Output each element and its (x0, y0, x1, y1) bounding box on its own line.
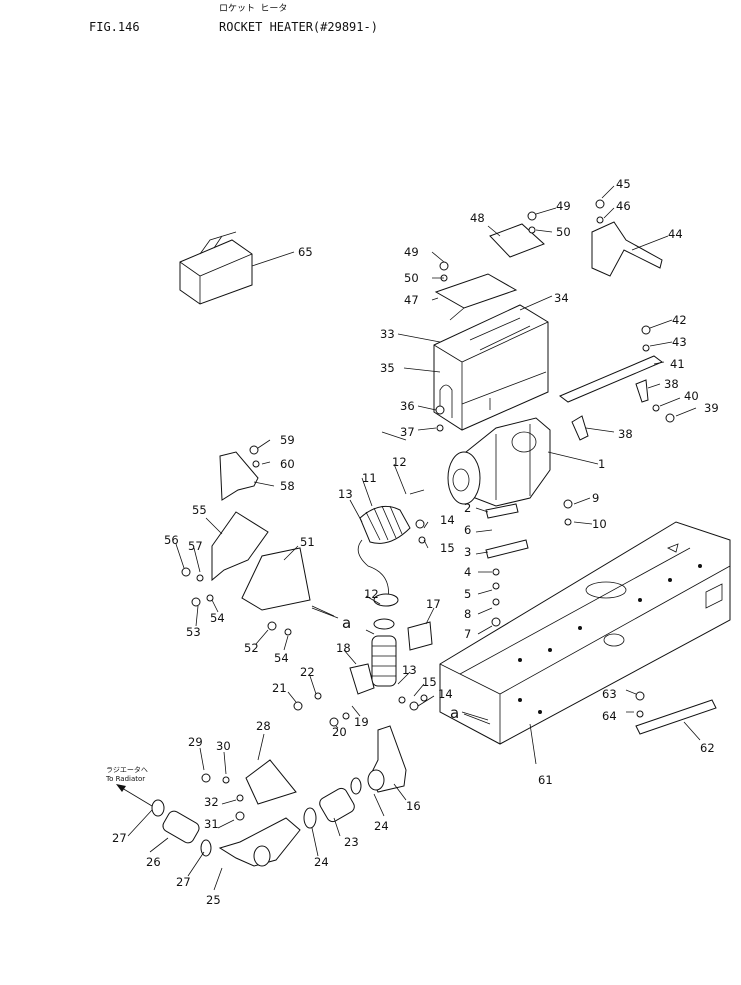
callout-61: 61 (538, 773, 553, 787)
callout-58: 58 (280, 479, 295, 493)
callout-46: 46 (616, 199, 631, 213)
radiator-arrow (116, 784, 153, 807)
callout-52: 52 (244, 641, 259, 655)
callout-36: 36 (400, 399, 415, 413)
callout-4: 4 (464, 565, 471, 579)
ref-marker-upper: a (342, 614, 351, 632)
callout-41: 41 (670, 357, 685, 371)
part-hoses (357, 505, 411, 687)
callout-21: 21 (272, 681, 287, 695)
callout-60: 60 (280, 457, 295, 471)
callout-57: 57 (188, 539, 203, 553)
part-small-plates (485, 503, 529, 559)
callout-34: 34 (554, 291, 569, 305)
part-heater-cover (433, 304, 549, 431)
callout-2: 2 (464, 501, 471, 515)
callout-47: 47 (404, 293, 419, 307)
callout-64: 64 (602, 709, 617, 723)
callout-13a: 13 (338, 487, 353, 501)
callout-35: 35 (380, 361, 395, 375)
callout-22: 22 (300, 665, 315, 679)
callout-14b: 14 (438, 687, 453, 701)
callout-65: 65 (298, 245, 313, 259)
ref-marker-lower: a (450, 704, 459, 722)
callout-27b: 27 (176, 875, 191, 889)
figure-number: FIG.146 (89, 20, 140, 34)
part-lid-plates (434, 223, 545, 321)
callout-53: 53 (186, 625, 201, 639)
callout-28: 28 (256, 719, 271, 733)
callout-25: 25 (206, 893, 221, 907)
callout-16: 16 (406, 799, 421, 813)
callout-18: 18 (336, 641, 351, 655)
callout-42: 42 (672, 313, 687, 327)
callout-24b: 24 (314, 855, 329, 869)
callout-49b: 49 (556, 199, 571, 213)
part-duct-brackets (211, 451, 311, 611)
part-battery (179, 231, 253, 305)
part-plate (635, 699, 717, 735)
callout-26: 26 (146, 855, 161, 869)
callout-11: 11 (362, 471, 377, 485)
part-heater-body (447, 417, 551, 507)
part-clamp-brackets (349, 621, 433, 695)
callout-8: 8 (464, 607, 471, 621)
callout-49a: 49 (404, 245, 419, 259)
callout-12a: 12 (392, 455, 407, 469)
callout-29: 29 (188, 735, 203, 749)
callout-51: 51 (300, 535, 315, 549)
callout-33: 33 (380, 327, 395, 341)
callout-7: 7 (464, 627, 471, 641)
callout-44: 44 (668, 227, 683, 241)
callout-63: 63 (602, 687, 617, 701)
callout-15a: 15 (440, 541, 455, 555)
callout-23: 23 (344, 835, 359, 849)
callout-12b: 12 (364, 587, 379, 601)
callout-3: 3 (464, 545, 471, 559)
callout-19: 19 (354, 715, 369, 729)
callout-59: 59 (280, 433, 295, 447)
part-main-frame (439, 521, 731, 745)
callout-54b: 54 (274, 651, 289, 665)
callout-9: 9 (592, 491, 599, 505)
callout-40: 40 (684, 389, 699, 403)
radiator-note-jp: ラジエータへ (106, 765, 148, 774)
fasteners (181, 199, 675, 821)
radiator-note-en: To Radiator (105, 775, 145, 783)
callout-55: 55 (192, 503, 207, 517)
callout-5: 5 (464, 587, 471, 601)
callout-48: 48 (470, 211, 485, 225)
callout-14a: 14 (440, 513, 455, 527)
callout-38a: 38 (664, 377, 679, 391)
callout-54a: 54 (210, 611, 225, 625)
callout-10: 10 (592, 517, 607, 531)
callout-15b: 15 (422, 675, 437, 689)
callout-31: 31 (204, 817, 219, 831)
callout-17: 17 (426, 597, 441, 611)
leader-lines (127, 185, 701, 891)
callout-37: 37 (400, 425, 415, 439)
callout-39: 39 (704, 401, 719, 415)
part-lower-ducting (151, 725, 407, 867)
callout-43: 43 (672, 335, 687, 349)
title-japanese: ロケット ヒータ (219, 4, 288, 14)
callout-38b: 38 (618, 427, 633, 441)
callout-50b: 50 (556, 225, 571, 239)
callout-56: 56 (164, 533, 179, 547)
callout-13b: 13 (402, 663, 417, 677)
callout-30: 30 (216, 739, 231, 753)
diagram-title: ROCKET HEATER(#29891-) (219, 20, 378, 34)
callout-27a: 27 (112, 831, 127, 845)
callout-50a: 50 (404, 271, 419, 285)
callout-32: 32 (204, 795, 219, 809)
callout-45: 45 (616, 177, 631, 191)
callout-6: 6 (464, 523, 471, 537)
callout-24a: 24 (374, 819, 389, 833)
part-brackets (559, 221, 663, 441)
callout-20: 20 (332, 725, 347, 739)
callout-62: 62 (700, 741, 715, 755)
callout-1: 1 (598, 457, 605, 471)
